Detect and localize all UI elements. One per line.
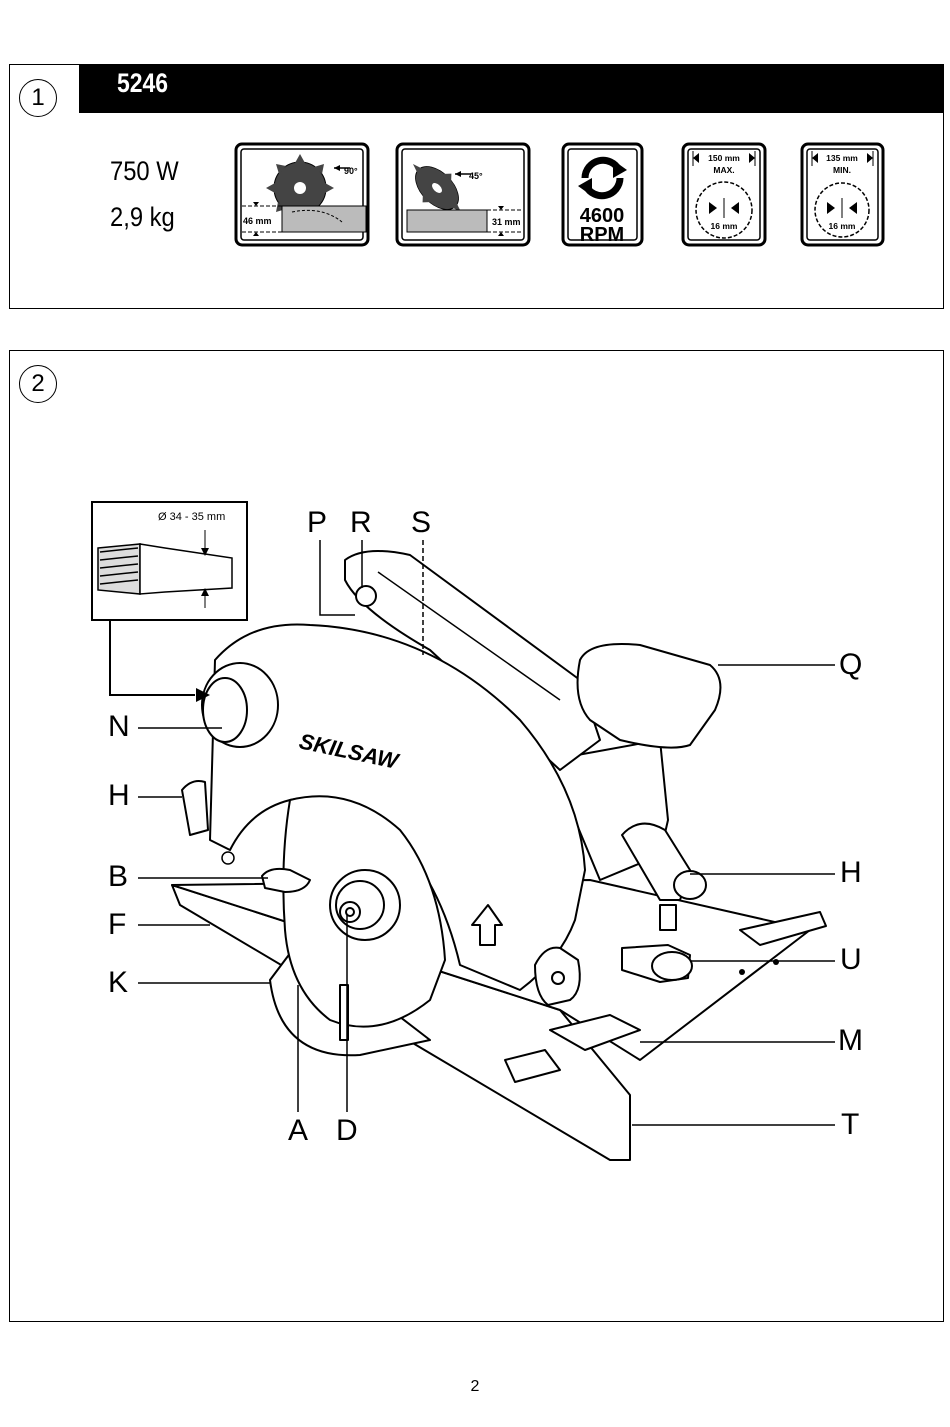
label-f: F	[108, 908, 127, 941]
model-header-bar	[79, 65, 944, 113]
figure-number-1: 1	[19, 79, 57, 117]
angle-45-label: 45°	[469, 171, 483, 181]
blade-min-diameter: 135 mm	[826, 153, 858, 163]
label-d: D	[336, 1114, 358, 1147]
label-h-left: H	[108, 779, 130, 812]
rotation-speed-icon: 4600 RPM	[561, 142, 644, 247]
label-r: R	[350, 506, 372, 539]
speed-value: 4600	[580, 205, 625, 227]
page-number: 2	[470, 1378, 480, 1395]
figure-number-2: 2	[19, 365, 57, 403]
angle-90-label: 90°	[344, 166, 358, 176]
label-p: P	[307, 506, 328, 539]
label-b: B	[108, 860, 129, 893]
blade-min-qualifier: MIN.	[833, 165, 851, 175]
label-q: Q	[839, 648, 863, 681]
label-s: S	[411, 506, 432, 539]
cut-depth-90-icon: 90° 46 mm	[234, 142, 370, 247]
blade-min-bore: 16 mm	[829, 221, 856, 231]
depth-31-label: 31 mm	[492, 217, 521, 227]
label-a: A	[288, 1114, 309, 1147]
label-h-right: H	[840, 856, 862, 889]
blade-diameter-max-icon: 150 mm MAX. 16 mm	[681, 142, 767, 247]
label-k: K	[108, 966, 129, 999]
cut-depth-45-icon: 45° 31 mm	[395, 142, 531, 247]
specifications-panel	[9, 64, 944, 309]
model-number: 5246	[117, 68, 169, 98]
depth-46-label: 46 mm	[243, 216, 272, 226]
power-rating: 750 W	[110, 156, 179, 186]
speed-unit: RPM	[580, 224, 624, 246]
parts-diagram-panel	[9, 350, 944, 1322]
blade-max-diameter: 150 mm	[708, 153, 740, 163]
label-t: T	[841, 1108, 860, 1141]
weight: 2,9 kg	[110, 202, 175, 232]
blade-max-bore: 16 mm	[711, 221, 738, 231]
blade-diameter-min-icon: 135 mm MIN. 16 mm	[800, 142, 885, 247]
label-m: M	[838, 1024, 863, 1057]
label-n: N	[108, 710, 130, 743]
label-u: U	[840, 943, 862, 976]
blade-max-qualifier: MAX.	[713, 165, 734, 175]
inset-dimension-label: Ø 34 - 35 mm	[158, 511, 225, 523]
